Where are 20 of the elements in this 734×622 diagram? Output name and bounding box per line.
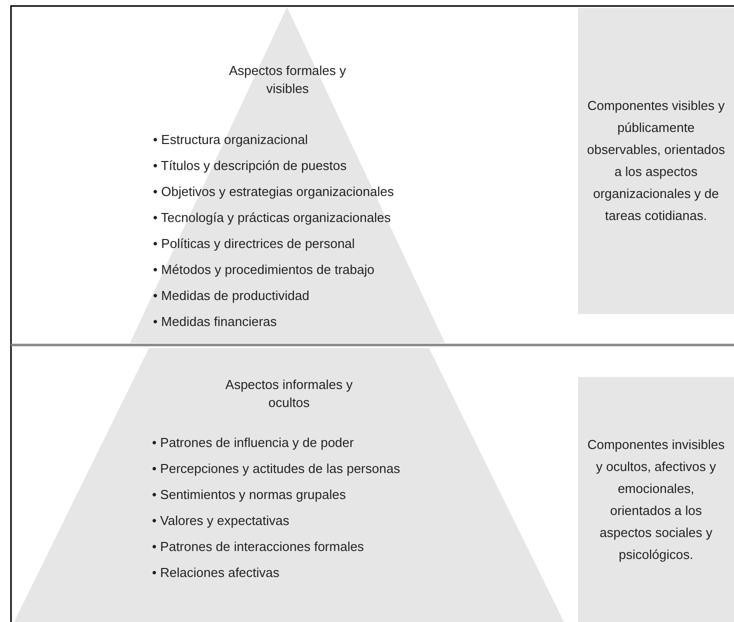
bullet-item: • Relaciones afectivas (152, 564, 280, 582)
bullet-item: • Sentimientos y normas grupales (152, 486, 347, 504)
bullet-item: • Tecnología y prácticas organizacionales (153, 209, 392, 227)
bullet-item: • Títulos y descripción de puestos (153, 157, 348, 175)
bullet-item: • Políticas y directrices de personal (153, 235, 356, 253)
section-heading: Aspectos formales y visibles (228, 62, 348, 98)
bullet-item: • Patrones de influencia y de poder (152, 434, 355, 452)
description-text: Componentes invisibles y ocultos, afectivos y emocionales, orientados a los aspectos sociales y psicológicos. (586, 436, 726, 564)
bullet-item: • Medidas financieras (153, 313, 278, 331)
bullet-item: • Valores y expectativas (152, 512, 290, 530)
description-panel (578, 8, 734, 314)
bullet-item: • Patrones de interacciones formales (152, 538, 365, 556)
description-panel (578, 377, 734, 622)
bullet-item: • Estructura organizacional (153, 131, 309, 149)
bullet-item: • Métodos y procedimientos de trabajo (153, 261, 376, 279)
section-heading: Aspectos informales y ocultos (224, 376, 354, 412)
bullet-item: • Objetivos y estrategias organizacionales (153, 183, 394, 201)
bullet-item: • Medidas de productividad (153, 287, 310, 305)
description-text: Componentes visibles y públicamente observables, orientados a los aspectos organizacionales y de tareas cotidianas. (586, 97, 726, 225)
bullet-item: • Percepciones y actitudes de las personas (152, 460, 400, 478)
